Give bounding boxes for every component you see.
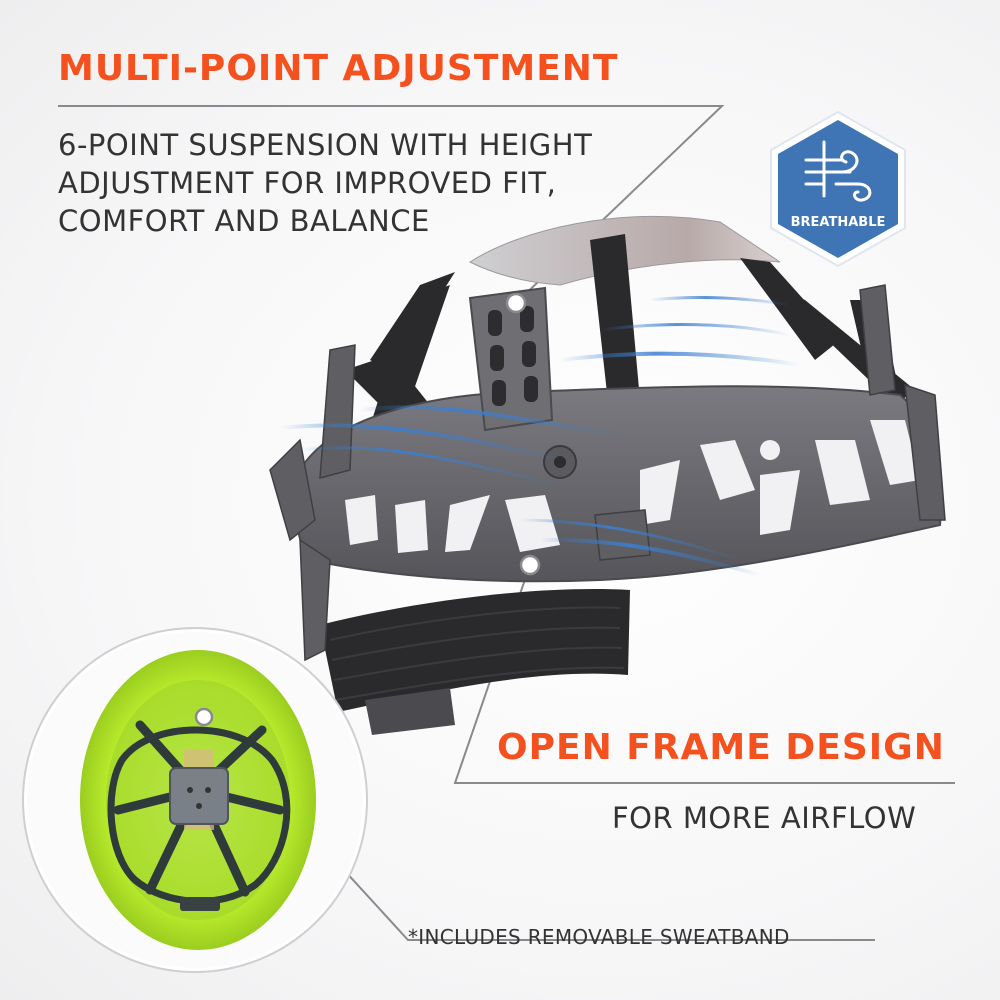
- frame-cutouts: [345, 420, 920, 553]
- adjustment-description: 6-POINT SUSPENSION WITH HEIGHT ADJUSTMEN…: [58, 128, 593, 238]
- breathable-badge: BREATHABLE: [770, 110, 906, 268]
- frame-description: FOR MORE AIRFLOW: [612, 801, 917, 835]
- wind-icon: [804, 140, 872, 202]
- frame-heading: OPEN FRAME DESIGN: [497, 727, 945, 768]
- callout-dot-bottom: [519, 554, 541, 576]
- badge-label: BREATHABLE: [791, 215, 886, 230]
- nape-strap-texture: [329, 606, 625, 701]
- ratchet-knob: [365, 688, 455, 735]
- inset-helmet-view: [22, 627, 368, 973]
- nape-strap: [320, 589, 630, 712]
- height-adjust-plate: [468, 286, 577, 479]
- callout-dot-inset: [194, 707, 214, 727]
- adjustment-heading: MULTI-POINT ADJUSTMENT: [58, 48, 619, 89]
- sweatband-footnote: *INCLUDES REMOVABLE SWEATBAND: [408, 925, 790, 949]
- side-clips: [269, 284, 946, 662]
- airflow-streaks: [278, 296, 802, 577]
- callout-dot-top: [505, 292, 527, 314]
- callout-dots: [505, 292, 541, 576]
